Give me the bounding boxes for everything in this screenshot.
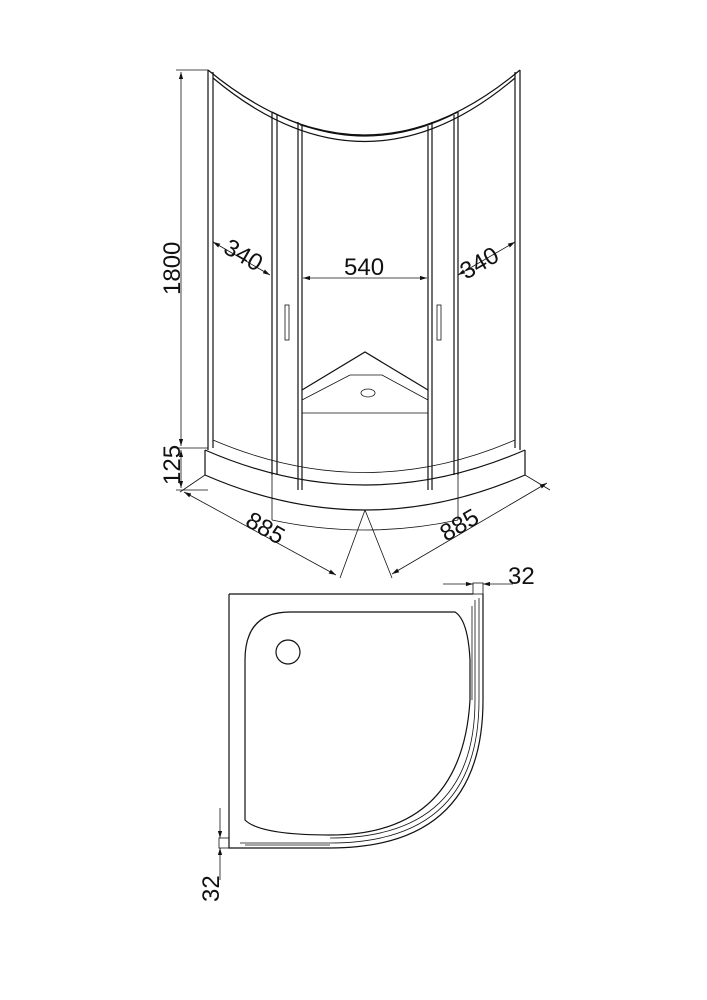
profile-top-dimension: 32 bbox=[508, 563, 535, 590]
front-view: 1800 125 340 540 340 885 885 bbox=[159, 69, 551, 579]
left-depth-dimension: 885 bbox=[241, 507, 289, 550]
door-opening-dimension: 540 bbox=[344, 254, 384, 281]
left-door-handle bbox=[284, 304, 290, 341]
drain-icon bbox=[360, 388, 376, 398]
right-door-handle bbox=[436, 304, 442, 341]
height-dimension: 1800 bbox=[159, 242, 186, 295]
tray-height-dimension: 125 bbox=[159, 445, 186, 485]
right-depth-dimension: 885 bbox=[436, 504, 484, 547]
profile-bottom-dimension: 32 bbox=[198, 875, 225, 902]
right-panel-dimension: 340 bbox=[456, 242, 504, 285]
left-panel-dimension: 340 bbox=[219, 234, 267, 277]
top-view: 32 32 bbox=[198, 563, 535, 902]
drain-circle bbox=[275, 639, 301, 665]
